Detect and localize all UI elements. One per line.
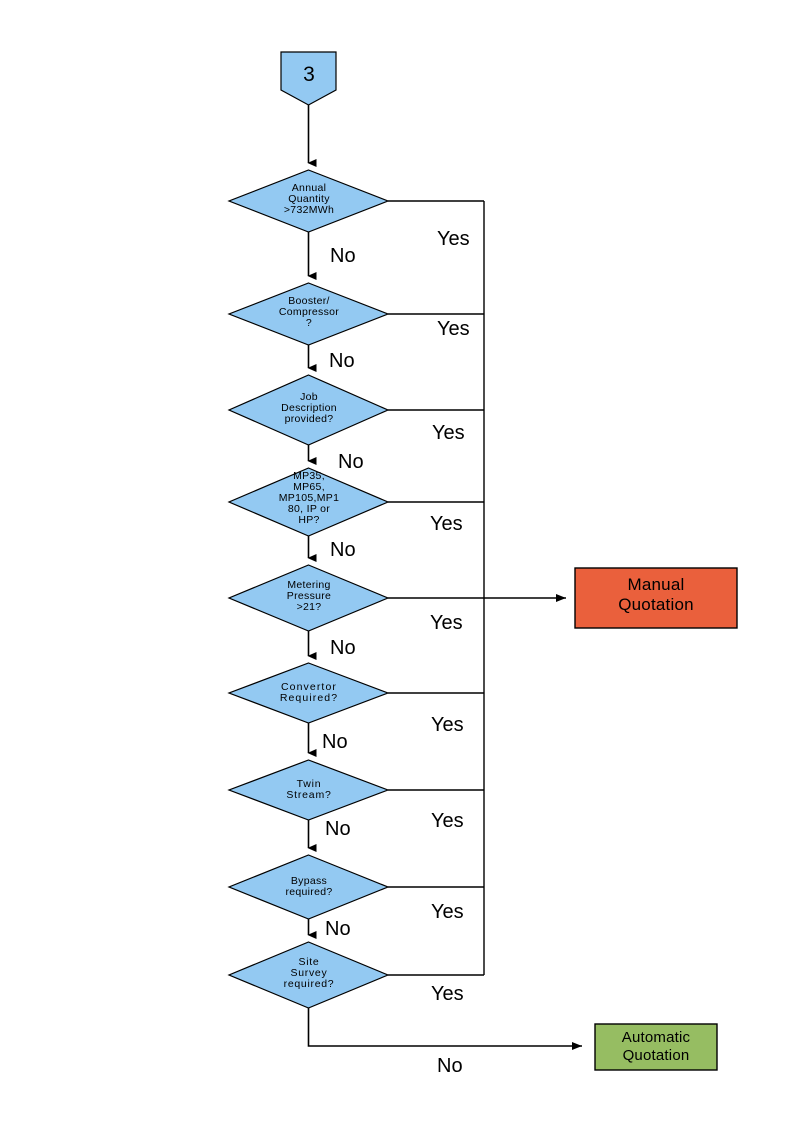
decision-shape-metering-pressure [227,564,390,632]
manual-quotation-box [574,567,738,629]
decision-shape-twin-stream [227,759,390,821]
decision-shape-site-survey [227,941,390,1009]
decision-shape-bypass [227,854,390,920]
automatic-quotation-box [594,1023,718,1071]
decision-shape-pressure-tier [227,467,390,537]
decision-shape-job-description [227,374,390,446]
start-node-shape [280,51,337,106]
decision-shape-annual-quantity [227,169,390,233]
decision-shape-booster-compressor [227,282,390,346]
decision-shape-convertor [227,662,390,724]
connector-no-site-survey-to-automatic [307,1008,582,1050]
